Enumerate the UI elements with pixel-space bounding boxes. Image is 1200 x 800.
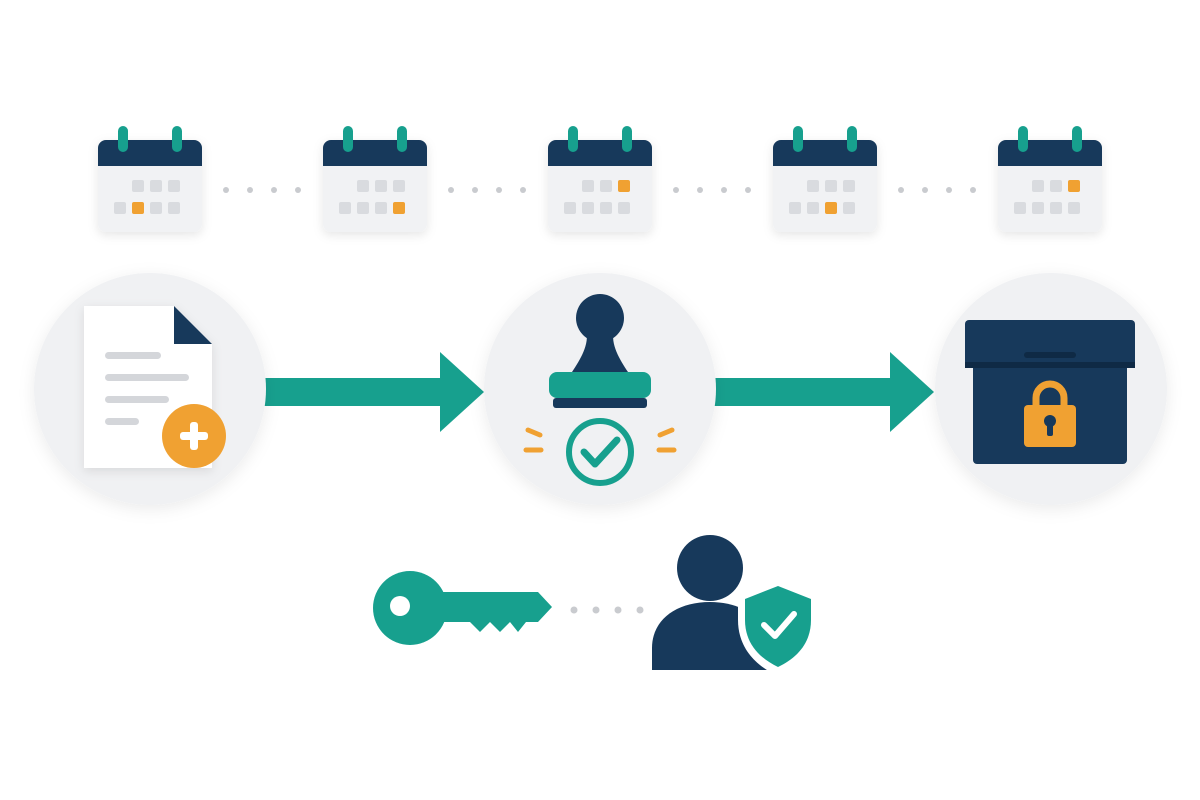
step-archive xyxy=(935,273,1167,505)
calendar-timeline xyxy=(98,126,1102,232)
arrow-right-icon xyxy=(262,352,484,432)
highlighted-date xyxy=(618,180,630,192)
check-circle-icon xyxy=(566,418,634,486)
connector-dots xyxy=(570,606,644,614)
access-row xyxy=(373,535,818,676)
calendar-icon xyxy=(998,126,1102,232)
plus-badge-icon xyxy=(162,404,226,468)
padlock-icon xyxy=(1024,380,1076,447)
calendar-icon xyxy=(773,126,877,232)
verified-user-icon xyxy=(652,535,818,676)
approval-stamp-icon xyxy=(523,294,677,486)
connector-dots xyxy=(223,187,301,193)
connector-dots xyxy=(898,187,976,193)
connector-dots xyxy=(673,187,751,193)
step-create-document xyxy=(34,273,266,505)
calendar-icon xyxy=(323,126,427,232)
impact-lines-icon xyxy=(523,427,677,453)
workflow-row xyxy=(34,273,1167,505)
key-icon xyxy=(373,571,552,645)
locked-archive-icon xyxy=(965,320,1135,464)
calendar-icon xyxy=(548,126,652,232)
highlighted-date xyxy=(1068,180,1080,192)
step-approve xyxy=(484,273,716,505)
shield-check-icon xyxy=(738,578,818,676)
highlighted-date xyxy=(825,202,837,214)
new-document-icon xyxy=(84,306,226,468)
calendar-icon xyxy=(98,126,202,232)
arrow-right-icon xyxy=(712,352,934,432)
connector-dots xyxy=(448,187,526,193)
highlighted-date xyxy=(132,202,144,214)
highlighted-date xyxy=(393,202,405,214)
